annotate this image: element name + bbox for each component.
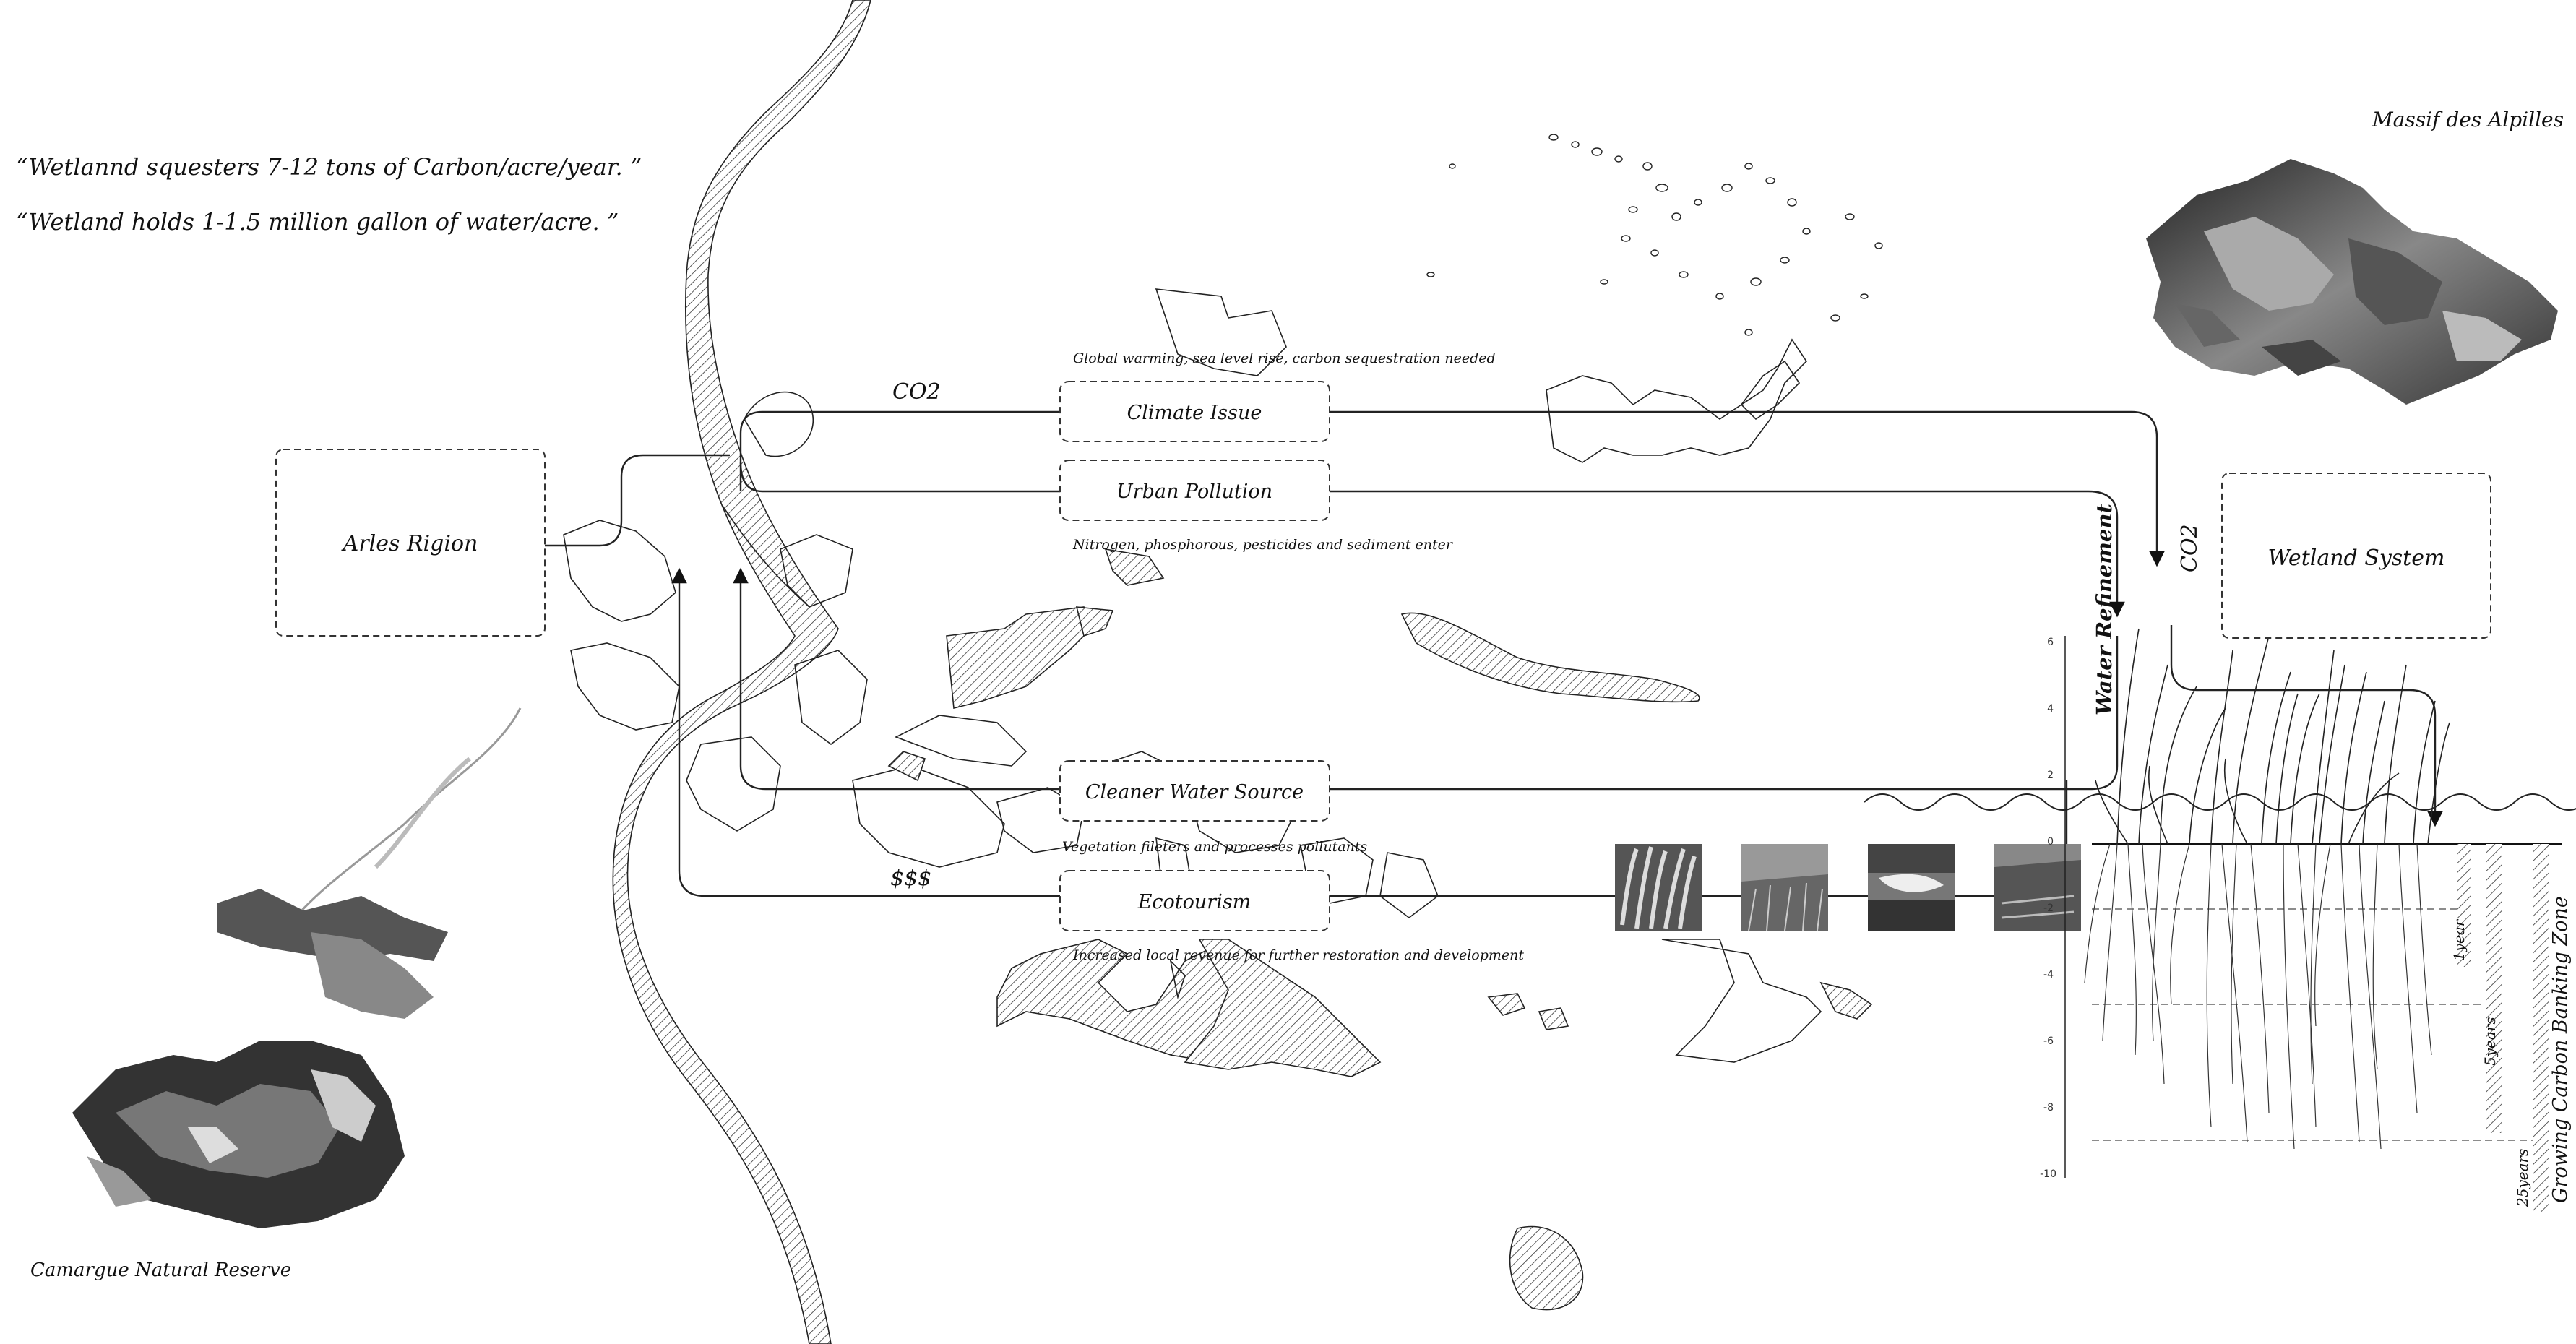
depth-tick: -10 [2040, 1168, 2056, 1180]
urban-map [563, 288, 1439, 918]
climate-label: Climate Issue [1127, 402, 1262, 424]
co2-top-label: CO2 [892, 379, 941, 405]
quote-water: “Wetland holds 1-1.5 million gallon of w… [16, 208, 619, 236]
alpilles-map-fragments [1426, 134, 1883, 463]
arles-box [275, 449, 546, 637]
place-alpilles: Massif des Alpilles [2372, 108, 2564, 132]
co2-side-label: CO2 [2177, 524, 2202, 572]
climate-flow-line [739, 410, 2165, 567]
pollution-note: Nitrogen, phosphorous, pesticides and se… [1072, 537, 1454, 553]
pollution-label: Urban Pollution [1116, 481, 1272, 503]
text-layer: “Wetlannd squesters 7-12 tons of Carbon/… [16, 108, 2572, 1281]
water-return-line [733, 567, 2119, 791]
arles-to-climate-line [544, 454, 730, 547]
photo-marsh [1868, 844, 1955, 931]
depth-tick: 2 [2047, 770, 2054, 781]
water-label: Cleaner Water Source [1085, 781, 1304, 804]
alpilles-terrain-image [2146, 159, 2558, 405]
wetland-outflow-line [2170, 625, 2443, 827]
place-camargue: Camargue Natural Reserve [30, 1259, 291, 1281]
camargue-terrain-image [72, 707, 522, 1228]
water-surface-wave [1864, 793, 2576, 811]
depth-tick: 0 [2047, 836, 2054, 848]
money-return-line [671, 567, 2068, 897]
depth-tick: -2 [2043, 903, 2054, 914]
wetland-photo-strip [1615, 844, 2081, 931]
river [612, 0, 871, 1344]
horizon-25years: 25years [2514, 1149, 2531, 1207]
node-boxes [275, 381, 2491, 931]
water-box [1059, 760, 1330, 822]
ecotourism-box [1059, 870, 1330, 931]
horizon-5years: 5years [2481, 1017, 2499, 1066]
quote-carbon: “Wetlannd squesters 7-12 tons of Carbon/… [16, 153, 642, 181]
horizon-1year: 1year [2450, 918, 2468, 961]
wetland-box [2221, 473, 2491, 639]
carbon-zone-label: Growing Carbon Banking Zone [2549, 896, 2572, 1203]
pollution-box [1059, 460, 1330, 521]
depth-tick: 4 [2047, 703, 2054, 715]
depth-tick: -8 [2043, 1102, 2054, 1113]
depth-tick: 6 [2047, 637, 2054, 648]
photo-reeds [1615, 844, 1702, 931]
money-label: $$$ [890, 866, 931, 891]
arles-label: Arles Rigion [341, 531, 478, 556]
depth-tick: -4 [2043, 969, 2054, 981]
ecotourism-note: Increased local revenue for further rest… [1072, 947, 1524, 963]
pollution-flow-line [739, 462, 2125, 618]
hatched-parcels [887, 548, 1873, 1311]
climate-box [1059, 381, 1330, 442]
photo-field [1994, 844, 2081, 931]
climate-note: Global warming, sea level rise, carbon s… [1073, 350, 1496, 366]
water-note: Vegetation fileters and processes pollut… [1062, 839, 1367, 855]
flow-lines [544, 410, 2443, 897]
photo-grassland [1741, 844, 1828, 931]
water-refinement-label: Water Refinement [2092, 504, 2116, 715]
wetland-section [1864, 628, 2576, 1212]
ecotourism-label: Ecotourism [1137, 891, 1252, 913]
depth-tick: -6 [2043, 1035, 2054, 1047]
wetland-label: Wetland System [2268, 546, 2445, 571]
